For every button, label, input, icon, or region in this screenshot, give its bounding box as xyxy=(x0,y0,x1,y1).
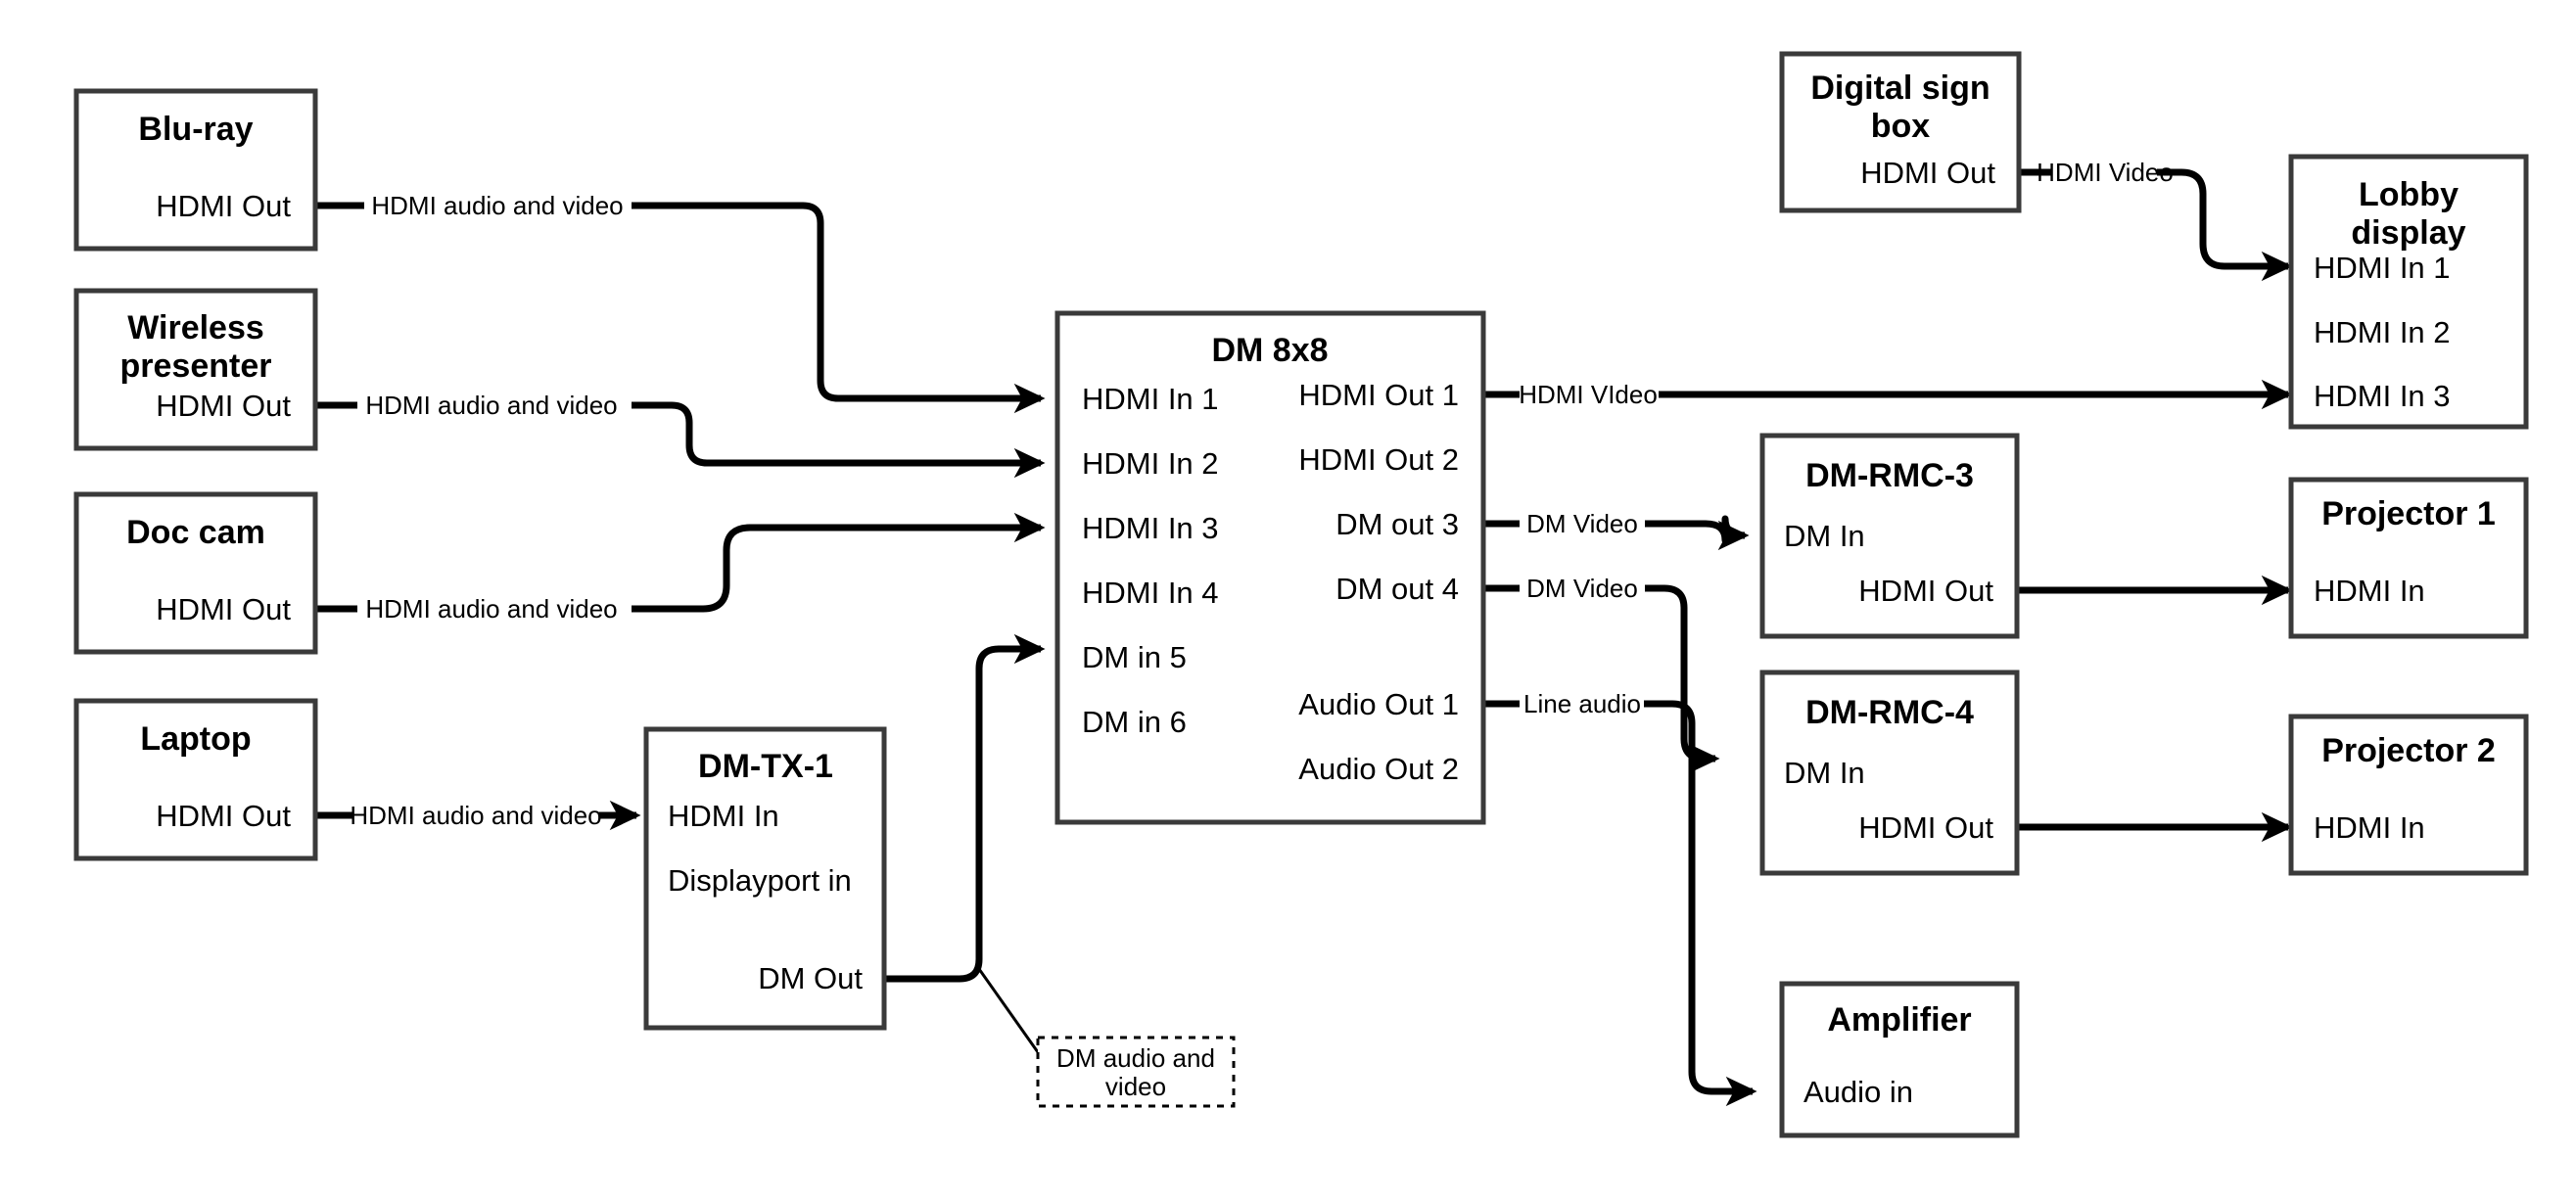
port-dm-8x8-in-6: DM in 6 xyxy=(1082,705,1187,739)
port-dm-tx-1-hdmi-in: HDMI In xyxy=(668,799,779,833)
device-digital-sign-box-title-line1: Digital sign xyxy=(1810,69,1990,107)
wire-label-doccam: HDMI audio and video xyxy=(365,594,617,624)
device-projector-1-title: Projector 1 xyxy=(2321,495,2496,532)
port-projector-2-hdmi-in: HDMI In xyxy=(2314,810,2425,845)
connection-dmout3-to-rmc3: DM Video xyxy=(1483,509,1750,551)
device-lobby-display-body[interactable] xyxy=(2288,154,2529,430)
port-digital-sign-box-hdmi-out: HDMI Out xyxy=(1860,156,1995,190)
connection-signbox-to-lobby: HDMI Video xyxy=(2019,158,2293,282)
device-laptop[interactable]: Laptop HDMI Out xyxy=(73,698,318,861)
device-projector-1[interactable]: Projector 1 HDMI In xyxy=(2288,477,2529,639)
device-dm-tx-1[interactable]: DM-TX-1 HDMI In Displayport in DM Out xyxy=(643,726,887,1031)
port-lobby-display-hdmi-in-3: HDMI In 3 xyxy=(2314,379,2451,413)
port-dm-rmc-4-dm-in: DM In xyxy=(1784,756,1865,790)
port-amplifier-audio-in: Audio in xyxy=(1803,1075,1913,1109)
port-dm-rmc-3-dm-in: DM In xyxy=(1784,519,1865,553)
device-dm-tx-1-body[interactable] xyxy=(643,726,887,1031)
device-bluray-title: Blu-ray xyxy=(138,111,253,148)
device-amplifier-title: Amplifier xyxy=(1827,1001,1971,1039)
device-dm-8x8-title: DM 8x8 xyxy=(1211,332,1328,369)
port-dm-8x8-audio-out-1: Audio Out 1 xyxy=(1298,687,1459,721)
port-dm-8x8-in-3: HDMI In 3 xyxy=(1082,511,1219,545)
callout-dm-audio-and-video: DM audio and video xyxy=(1036,1036,1236,1108)
port-dm-8x8-out-1: HDMI Out 1 xyxy=(1298,378,1459,412)
connection-doccam-to-dm8x8: HDMI audio and video xyxy=(315,512,1046,624)
connection-bluray-to-dm8x8: HDMI audio and video xyxy=(315,191,1046,414)
port-projector-1-hdmi-in: HDMI In xyxy=(2314,574,2425,608)
device-bluray-body[interactable] xyxy=(73,88,318,252)
port-dm-rmc-4-hdmi-out: HDMI Out xyxy=(1858,810,1993,845)
device-dm-8x8[interactable]: DM 8x8 HDMI In 1 HDMI In 2 HDMI In 3 HDM… xyxy=(1054,310,1486,825)
port-dm-tx-1-dm-out: DM Out xyxy=(758,961,863,995)
device-wireless-presenter-body[interactable] xyxy=(73,288,318,451)
device-bluray[interactable]: Blu-ray HDMI Out xyxy=(73,88,318,252)
device-dm-rmc-3-title: DM-RMC-3 xyxy=(1805,457,1974,494)
device-wireless-presenter[interactable]: Wireless presenter HDMI Out xyxy=(73,288,318,451)
connection-hdmiout1-to-lobby: HDMI VIdeo xyxy=(1483,379,2293,410)
connection-laptop-to-dmtx1: HDMI audio and video xyxy=(315,800,641,831)
connection-dmtx1-to-dm8x8 xyxy=(884,633,1046,1053)
wire-label-hdmiout1: HDMI VIdeo xyxy=(1519,380,1658,409)
callout-dm-audio-and-video-line1: DM audio and xyxy=(1056,1043,1215,1073)
device-digital-sign-box-body[interactable] xyxy=(1779,51,2022,213)
wire-label-laptop: HDMI audio and video xyxy=(350,801,601,830)
device-dm-tx-1-title: DM-TX-1 xyxy=(698,748,833,785)
device-projector-1-body[interactable] xyxy=(2288,477,2529,639)
port-dm-rmc-3-hdmi-out: HDMI Out xyxy=(1858,574,1993,608)
port-wireless-presenter-hdmi-out: HDMI Out xyxy=(156,389,291,423)
device-wireless-presenter-title-line2: presenter xyxy=(120,347,272,385)
device-doc-cam-body[interactable] xyxy=(73,491,318,655)
device-doc-cam-title: Doc cam xyxy=(126,514,265,551)
device-amplifier-body[interactable] xyxy=(1779,981,2020,1138)
port-dm-8x8-in-2: HDMI In 2 xyxy=(1082,446,1219,481)
port-dm-8x8-in-1: HDMI In 1 xyxy=(1082,382,1219,416)
port-dm-8x8-audio-out-2: Audio Out 2 xyxy=(1298,752,1459,786)
port-lobby-display-hdmi-in-1: HDMI In 1 xyxy=(2314,251,2451,285)
device-laptop-title: Laptop xyxy=(140,720,251,758)
device-dm-8x8-body[interactable] xyxy=(1054,310,1486,825)
device-doc-cam[interactable]: Doc cam HDMI Out xyxy=(73,491,318,655)
wire-label-dmout4: DM Video xyxy=(1526,574,1638,603)
device-digital-sign-box-title-line2: box xyxy=(1871,108,1931,145)
device-lobby-display[interactable]: Lobby display HDMI In 1 HDMI In 2 HDMI I… xyxy=(2288,154,2529,430)
device-amplifier[interactable]: Amplifier Audio in xyxy=(1779,981,2020,1138)
device-laptop-body[interactable] xyxy=(73,698,318,861)
port-laptop-hdmi-out: HDMI Out xyxy=(156,799,291,833)
wire-label-wireless: HDMI audio and video xyxy=(365,391,617,420)
device-projector-2-body[interactable] xyxy=(2288,714,2529,876)
connection-wireless-to-dm8x8: HDMI audio and video xyxy=(315,391,1046,479)
port-dm-8x8-out-2: HDMI Out 2 xyxy=(1298,442,1459,477)
device-wireless-presenter-title-line1: Wireless xyxy=(127,309,264,346)
wire-label-signbox: HDMI Video xyxy=(2037,158,2174,187)
device-lobby-display-title-line2: display xyxy=(2351,214,2465,252)
device-dm-rmc-4-body[interactable] xyxy=(1759,670,2020,876)
port-dm-8x8-out-3: DM out 3 xyxy=(1335,507,1459,541)
port-doc-cam-hdmi-out: HDMI Out xyxy=(156,592,291,626)
device-dm-rmc-3[interactable]: DM-RMC-3 DM In HDMI Out xyxy=(1759,433,2020,639)
connection-audioout1-to-amplifier: Line audio xyxy=(1483,689,1757,1107)
port-dm-8x8-in-5: DM in 5 xyxy=(1082,640,1187,674)
device-digital-sign-box[interactable]: Digital sign box HDMI Out xyxy=(1779,51,2022,213)
wire-label-dmout3: DM Video xyxy=(1526,509,1638,538)
wire-label-audioout1: Line audio xyxy=(1523,689,1641,718)
port-bluray-hdmi-out: HDMI Out xyxy=(156,189,291,223)
device-dm-rmc-3-body[interactable] xyxy=(1759,433,2020,639)
wire-label-bluray: HDMI audio and video xyxy=(371,191,623,220)
connection-dmout4-to-rmc4: DM Video xyxy=(1483,574,1720,774)
port-lobby-display-hdmi-in-2: HDMI In 2 xyxy=(2314,315,2451,349)
port-dm-tx-1-displayport-in: Displayport in xyxy=(668,863,852,898)
callout-dm-audio-and-video-line2: video xyxy=(1105,1072,1166,1101)
port-dm-8x8-out-4: DM out 4 xyxy=(1335,572,1459,606)
device-dm-rmc-4[interactable]: DM-RMC-4 DM In HDMI Out xyxy=(1759,670,2020,876)
device-projector-2-title: Projector 2 xyxy=(2321,732,2496,769)
device-dm-rmc-4-title: DM-RMC-4 xyxy=(1805,694,1974,731)
callout-dm-audio-and-video-box xyxy=(1036,1036,1236,1108)
device-projector-2[interactable]: Projector 2 HDMI In xyxy=(2288,714,2529,876)
device-lobby-display-title-line1: Lobby xyxy=(2359,176,2459,213)
port-dm-8x8-in-4: HDMI In 4 xyxy=(1082,576,1219,610)
